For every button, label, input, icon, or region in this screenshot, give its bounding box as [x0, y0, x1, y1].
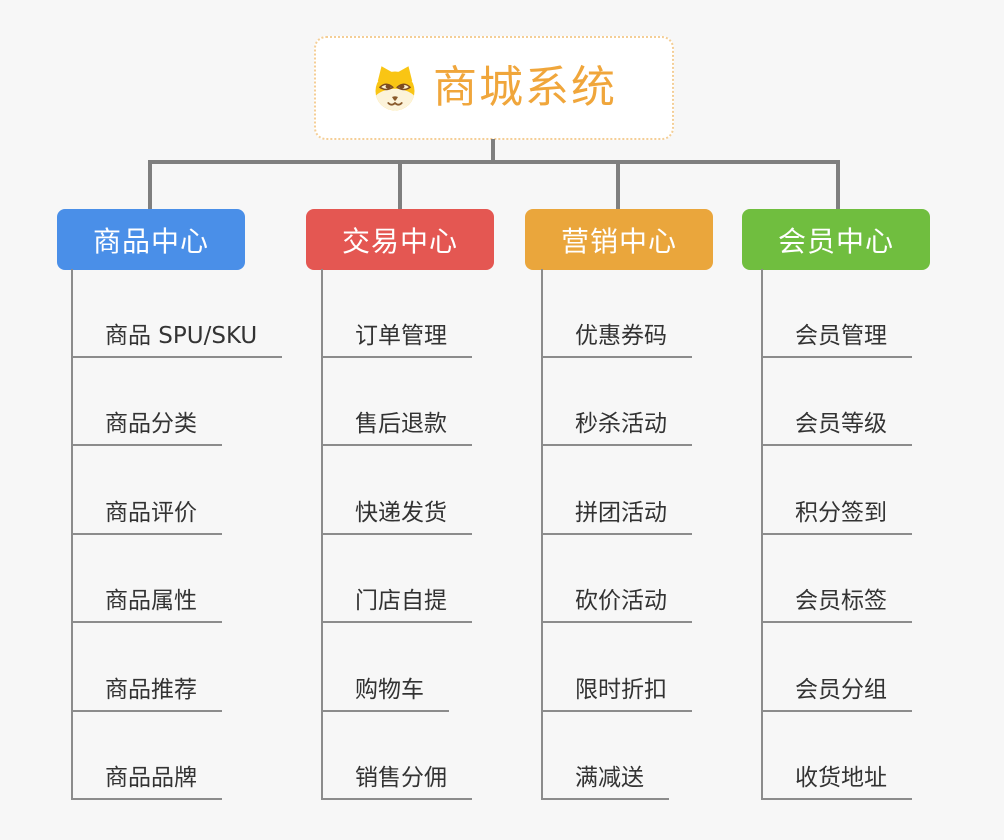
root-title: 商城系统 — [433, 62, 617, 113]
leaf-item[interactable]: 购物车 — [322, 672, 449, 712]
leaf-item[interactable]: 商品分类 — [72, 406, 222, 446]
leaf-item[interactable]: 满减送 — [542, 760, 669, 800]
leaf-item[interactable]: 商品 SPU/SKU — [72, 318, 283, 358]
connector-bus — [148, 160, 840, 164]
leaf-item[interactable]: 积分签到 — [762, 495, 912, 535]
leaf-item[interactable]: 快递发货 — [322, 495, 472, 535]
branch-node-trade-center[interactable]: 交易中心 — [306, 209, 494, 270]
leaf-item[interactable]: 会员分组 — [762, 672, 912, 712]
leaf-item[interactable]: 商品属性 — [72, 583, 222, 623]
leaf-item[interactable]: 秒杀活动 — [542, 406, 692, 446]
branch-node-marketing-center[interactable]: 营销中心 — [525, 209, 713, 270]
dog-face-icon — [375, 66, 415, 111]
leaf-item[interactable]: 商品推荐 — [72, 672, 222, 712]
leaf-item[interactable]: 门店自提 — [322, 583, 472, 623]
connector-stub-members — [836, 162, 840, 209]
connector-stub-products — [148, 162, 152, 209]
leaf-item[interactable]: 会员标签 — [762, 583, 912, 623]
connector-stub-trade — [398, 162, 402, 209]
leaf-item[interactable]: 收货地址 — [762, 760, 912, 800]
branch-node-product-center[interactable]: 商品中心 — [57, 209, 245, 270]
connector-stub-marketing — [616, 162, 620, 209]
leaf-item[interactable]: 销售分佣 — [322, 760, 472, 800]
leaf-item[interactable]: 商品评价 — [72, 495, 222, 535]
leaf-item[interactable]: 售后退款 — [322, 406, 472, 446]
leaf-item[interactable]: 会员等级 — [762, 406, 912, 446]
leaf-item[interactable]: 拼团活动 — [542, 495, 692, 535]
leaf-item[interactable]: 会员管理 — [762, 318, 912, 358]
leaf-item[interactable]: 优惠券码 — [542, 318, 692, 358]
root-node[interactable]: 商城系统 — [314, 36, 674, 140]
leaf-item[interactable]: 商品品牌 — [72, 760, 222, 800]
leaf-item[interactable]: 砍价活动 — [542, 583, 692, 623]
branch-node-member-center[interactable]: 会员中心 — [742, 209, 930, 270]
leaf-item[interactable]: 订单管理 — [322, 318, 472, 358]
connector-root — [491, 139, 495, 164]
leaf-item[interactable]: 限时折扣 — [542, 672, 692, 712]
